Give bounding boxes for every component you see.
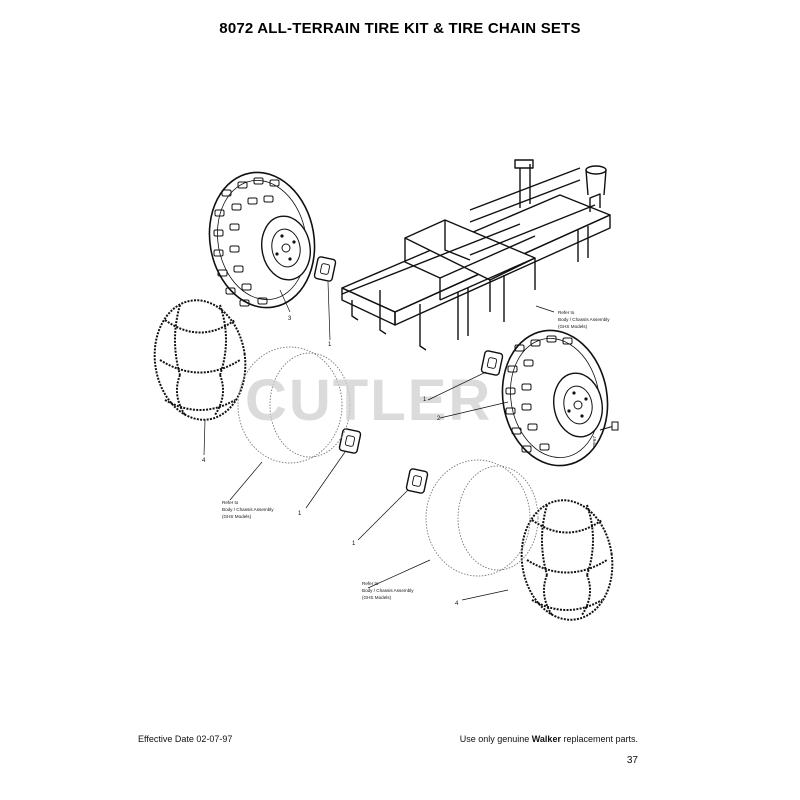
reference-note-chassis: Refer to Body / Chassis Assembly (GHS Mo… <box>558 310 610 329</box>
reference-line: (GHS Models) <box>362 595 392 600</box>
callout-1: 1 <box>298 511 302 517</box>
tire-outline-bottom <box>425 459 539 577</box>
callout-1: 1 <box>423 397 427 403</box>
reference-note-bottom: Refer to Body / Chassis Assembly (GHS Mo… <box>362 581 414 600</box>
reference-line: Refer to <box>362 581 379 586</box>
tire-wheel-top <box>208 171 316 309</box>
brand-name: Walker <box>531 734 561 744</box>
spacer-plate-mid-left <box>338 428 362 454</box>
page-number: 37 <box>626 755 638 766</box>
effective-date: Effective Date 02-07-97 <box>138 734 233 744</box>
reference-line: (GHS Models) <box>222 514 252 519</box>
watermark: CUTLER <box>245 368 492 433</box>
spacer-plate-mid-right <box>480 350 504 376</box>
replacement-parts-notice: Use only genuine Walker replacement part… <box>460 734 638 744</box>
callout-4: 4 <box>202 458 206 464</box>
callout-4: 4 <box>455 601 459 607</box>
spacer-plate-bottom <box>405 468 429 494</box>
callout-2: 2 <box>437 416 441 422</box>
tire-outline-left <box>237 346 351 464</box>
leader-lines <box>203 281 555 601</box>
reference-line: (GHS Models) <box>558 324 588 329</box>
page-title: 8072 ALL-TERRAIN TIRE KIT & TIRE CHAIN S… <box>219 20 581 37</box>
tire-chain-right <box>520 499 614 621</box>
reference-note-left: Refer to Body / Chassis Assembly (GHS Mo… <box>222 500 274 519</box>
notice-text: Use only genuine <box>459 734 532 744</box>
tire-chain-left <box>153 299 247 421</box>
spacer-plate-top <box>313 256 337 282</box>
reference-line: Refer to <box>222 500 239 505</box>
reference-line: Refer to <box>558 310 575 315</box>
callout-1: 1 <box>352 541 356 547</box>
reference-line: Body / Chassis Assembly <box>558 317 610 322</box>
chassis-frame <box>341 159 611 351</box>
reference-line: Body / Chassis Assembly <box>362 588 414 593</box>
callout-3: 3 <box>288 316 292 322</box>
lug-bolt <box>599 421 619 431</box>
notice-text: replacement parts. <box>560 734 638 744</box>
drawing-code: PF67 <box>592 436 597 447</box>
reference-line: Body / Chassis Assembly <box>222 507 274 512</box>
tire-wheel-right <box>501 329 609 467</box>
callout-1: 1 <box>328 342 332 348</box>
